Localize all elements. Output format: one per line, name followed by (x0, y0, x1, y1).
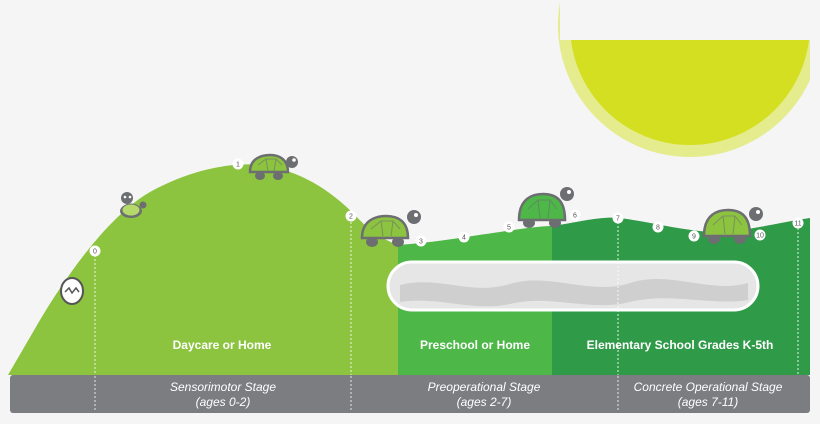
age-marker: 8 (652, 221, 664, 233)
setting-label-preschool: Preschool or Home (420, 338, 530, 352)
svg-text:9: 9 (692, 234, 696, 241)
turtle-icon (702, 207, 763, 244)
stage-name-sensorimotor: Sensorimotor Stage (170, 380, 276, 394)
age-marker: 7 (612, 212, 624, 224)
stage-ages-concrete: (ages 7-11) (678, 395, 738, 409)
svg-text:8: 8 (656, 225, 660, 232)
stage-ages-preoperational: (ages 2-7) (457, 395, 512, 409)
svg-text:7: 7 (616, 216, 620, 223)
age-marker: 6 (569, 209, 581, 221)
hill-daycare (8, 164, 398, 375)
svg-text:6: 6 (573, 213, 577, 220)
age-marker: 5 (503, 221, 515, 233)
stage-bar-dividers (94, 376, 619, 412)
svg-text:4: 4 (462, 235, 466, 242)
svg-text:2: 2 (349, 214, 353, 221)
svg-text:11: 11 (794, 221, 801, 228)
turtle-icon (517, 187, 574, 228)
age-marker: 1 (232, 158, 244, 170)
cloud-icon (386, 260, 760, 312)
turtle-icon (248, 153, 298, 180)
age-marker: 9 (688, 230, 700, 242)
egg-icon (60, 277, 84, 305)
stage-name-concrete: Concrete Operational Stage (634, 380, 783, 394)
stage-name-preoperational: Preoperational Stage (428, 380, 541, 394)
age-marker: 0 (89, 245, 101, 257)
stage-ages-sensorimotor: (ages 0-2) (196, 395, 251, 409)
hatchling-turtle-icon (120, 192, 147, 218)
sun-icon (558, 0, 810, 157)
age-marker: 2 (345, 210, 357, 222)
setting-label-elementary: Elementary School Grades K-5th (587, 338, 774, 352)
svg-text:1: 1 (236, 162, 240, 169)
setting-label-daycare: Daycare or Home (173, 338, 272, 352)
age-marker: 11 (792, 217, 804, 229)
svg-text:10: 10 (756, 233, 764, 240)
svg-text:3: 3 (419, 239, 423, 246)
svg-text:0: 0 (93, 249, 97, 256)
age-marker: 10 (754, 229, 766, 241)
svg-text:5: 5 (507, 225, 511, 232)
age-marker: 3 (415, 235, 427, 247)
turtle-icon (360, 210, 421, 247)
stage-bar (10, 375, 810, 413)
age-marker: 4 (458, 231, 470, 243)
